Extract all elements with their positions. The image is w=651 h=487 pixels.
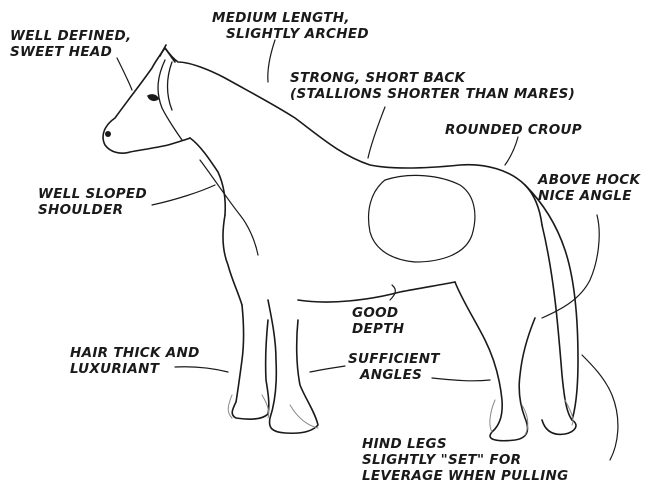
leader-neck [268,40,275,82]
leader-angles-front [310,366,345,372]
label-hock-line2: NICE ANGLE [538,188,640,204]
label-depth: GOOD DEPTH [352,305,404,337]
hind-leg-near [455,282,535,441]
label-back-line1: STRONG, SHORT BACK [290,70,575,86]
label-hind-line3: LEVERAGE WHEN PULLING [362,468,569,484]
label-hair-line1: HAIR THICK AND [70,345,200,361]
label-neck: MEDIUM LENGTH, SLIGHTLY ARCHED [212,10,369,42]
leader-hind [582,355,618,460]
piebald-patch [369,175,475,262]
label-shoulder-line1: WELL SLOPED [38,186,147,202]
label-head: WELL DEFINED, SWEET HEAD [10,28,131,60]
label-depth-line1: GOOD [352,305,404,321]
horse-throat [190,138,225,215]
shoulder-line [200,160,258,255]
label-hind-line1: HIND LEGS [362,436,569,452]
label-hock-line1: ABOVE HOCK [538,172,640,188]
leader-head [117,58,132,90]
horse-ear [160,45,175,62]
front-leg-far [268,300,318,433]
label-head-line1: WELL DEFINED, [10,28,131,44]
label-depth-line2: DEPTH [352,321,404,337]
front-feathering [228,395,318,428]
label-back-line2: (STALLIONS SHORTER THAN MARES) [290,86,575,102]
label-head-line2: SWEET HEAD [10,44,131,60]
label-neck-line2: SLIGHTLY ARCHED [212,26,369,42]
horse-mane [158,60,182,140]
horse-face-outline [103,48,190,153]
label-angles-line1: SUFFICIENT [348,351,440,367]
front-leg-near [232,305,269,419]
label-neck-line1: MEDIUM LENGTH, [212,10,369,26]
leader-angles-hind [432,378,490,381]
label-hind-line2: SLIGHTLY "SET" FOR [362,452,569,468]
horse-eye [148,95,158,100]
label-shoulder: WELL SLOPED SHOULDER [38,186,147,218]
label-angles-line2: ANGLES [348,367,440,383]
label-hock: ABOVE HOCK NICE ANGLE [538,172,640,204]
label-shoulder-line2: SHOULDER [38,202,147,218]
leader-croup [505,137,518,165]
horse-nostril [105,131,111,137]
label-croup: ROUNDED CROUP [445,122,582,138]
hind-leg-far [542,225,576,434]
horse-chest [223,215,242,305]
label-hair: HAIR THICK AND LUXURIANT [70,345,200,377]
leader-back [368,107,385,158]
leader-depth [390,285,395,300]
label-angles: SUFFICIENT ANGLES [348,351,440,383]
label-hair-line2: LUXURIANT [70,361,200,377]
label-croup-line1: ROUNDED CROUP [445,122,582,138]
horse-belly [298,282,455,302]
label-back: STRONG, SHORT BACK (STALLIONS SHORTER TH… [290,70,575,102]
label-hind: HIND LEGS SLIGHTLY "SET" FOR LEVERAGE WH… [362,436,569,484]
leader-shoulder [152,185,215,205]
